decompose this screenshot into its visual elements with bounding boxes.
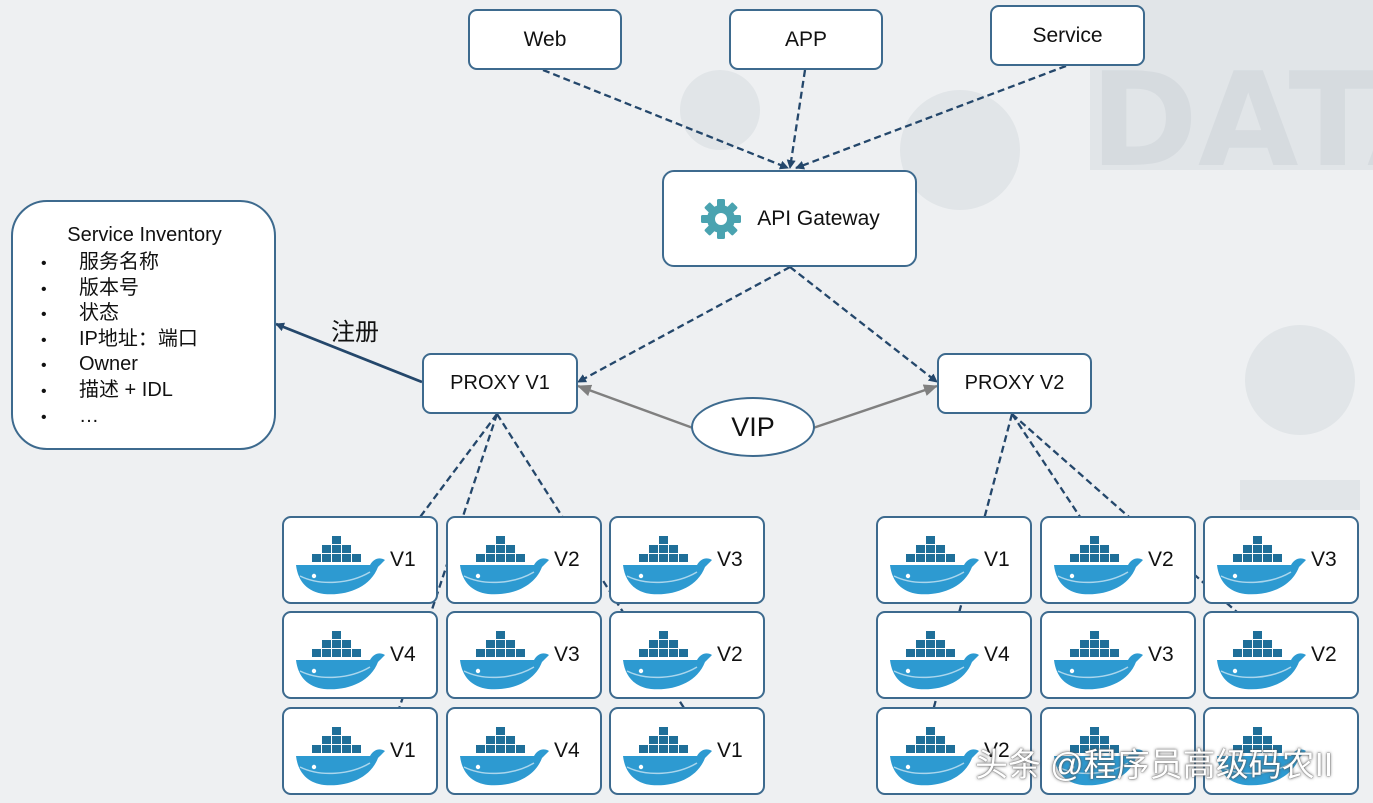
service-inventory-title: Service Inventory	[67, 224, 222, 246]
arrow-app-to-gateway	[786, 69, 807, 169]
docker-whale-icon	[1054, 727, 1143, 786]
right-container-r3c2	[1040, 707, 1196, 795]
docker-whale-icon	[296, 631, 385, 690]
arrow-proxy-v2-to-r-r1c2	[1011, 413, 1091, 533]
vip-label: VIP	[731, 411, 775, 442]
docker-whale-icon	[890, 631, 979, 690]
arrow-gateway-to-proxy-v1	[577, 265, 791, 384]
arrow-vip-to-proxy-v2	[812, 384, 938, 430]
docker-whale-icon	[460, 631, 549, 690]
svg-text:DATA: DATA	[1090, 44, 1373, 196]
right-container-r2c2: V3	[1040, 611, 1196, 699]
service-inventory-list: •服务名称 •版本号 •状态 •IP地址：端口 •Owner •描述 + IDL…	[41, 250, 198, 429]
docker-whale-icon	[623, 536, 712, 595]
left-container-r2c3: V2	[609, 611, 765, 699]
api-gateway: API Gateway	[662, 170, 917, 267]
container-version-label: V4	[984, 643, 1010, 666]
arrow-vip-to-proxy-v1	[577, 384, 694, 430]
right-container-r2c3: V2	[1203, 611, 1359, 699]
left-container-r1c3: V3	[609, 516, 765, 604]
docker-whale-icon	[623, 727, 712, 786]
proxy-v2: PROXY V2	[937, 353, 1092, 414]
inventory-item: •服务名称	[41, 251, 159, 273]
left-container-r1c2: V2	[446, 516, 602, 604]
watermark: 头条 @程序员高级码农II	[975, 746, 1334, 783]
left-container-r3c3: V1	[609, 707, 765, 795]
container-version-label: V4	[554, 739, 580, 762]
container-version-label: V4	[390, 643, 416, 666]
api-gateway-label: API Gateway	[757, 206, 880, 230]
docker-whale-icon	[460, 536, 549, 595]
proxy-v1-label: PROXY V1	[450, 372, 550, 394]
docker-whale-icon	[1217, 727, 1306, 786]
proxy-v2-label: PROXY V2	[964, 372, 1065, 394]
container-version-label: V2	[554, 548, 580, 571]
container-version-label: V3	[1148, 643, 1174, 666]
container-version-label: V3	[717, 548, 743, 571]
arrow-web-to-gateway	[542, 68, 789, 170]
docker-whale-icon	[1217, 631, 1306, 690]
right-container-r3c1: V2	[876, 707, 1032, 795]
right-container-r3c3	[1203, 707, 1359, 795]
proxy-v1: PROXY V1	[422, 353, 578, 414]
left-container-r1c1: V1	[282, 516, 438, 604]
right-container-r1c1: V1	[876, 516, 1032, 604]
docker-whale-icon	[460, 727, 549, 786]
container-version-label: V1	[390, 548, 416, 571]
left-container-r2c1: V4	[282, 611, 438, 699]
docker-whale-icon	[296, 727, 385, 786]
client-app: APP	[729, 9, 883, 70]
docker-whale-icon	[296, 536, 385, 595]
docker-whale-icon	[890, 536, 979, 595]
left-container-r2c2: V3	[446, 611, 602, 699]
docker-whale-icon	[890, 727, 979, 786]
right-container-r1c2: V2	[1040, 516, 1196, 604]
client-service: Service	[990, 5, 1145, 66]
left-container-r3c2: V4	[446, 707, 602, 795]
container-version-label: V1	[390, 739, 416, 762]
container-version-label: V2	[984, 739, 1010, 762]
client-app-label: APP	[784, 27, 828, 51]
inventory-item: •状态	[41, 302, 119, 325]
client-web-label: Web	[523, 27, 567, 51]
right-container-r2c1: V4	[876, 611, 1032, 699]
vip-node: VIP	[691, 397, 815, 457]
container-version-label: V2	[1311, 643, 1337, 666]
docker-whale-icon	[1054, 631, 1143, 690]
docker-whale-icon	[623, 631, 712, 690]
arrow-gateway-to-proxy-v2	[789, 266, 938, 383]
container-version-label: V1	[717, 739, 743, 762]
container-version-label: V3	[1311, 548, 1337, 571]
docker-whale-icon	[1217, 536, 1306, 595]
inventory-item: •版本号	[41, 276, 139, 299]
inventory-item: •IP地址：端口	[41, 327, 198, 350]
inventory-item: •Owner	[41, 353, 138, 376]
right-container-r1c3: V3	[1203, 516, 1359, 604]
container-version-label: V1	[984, 548, 1010, 571]
container-version-label: V2	[717, 643, 743, 666]
service-inventory: Service Inventory •服务名称 •版本号 •状态 •IP地址：端…	[11, 200, 276, 450]
docker-whale-icon	[1054, 536, 1143, 595]
left-container-r3c1: V1	[282, 707, 438, 795]
gear-icon	[701, 198, 742, 239]
inventory-item: •…	[41, 404, 99, 427]
container-version-label: V2	[1148, 548, 1174, 571]
arrow-service-to-gateway	[795, 64, 1067, 170]
register-label: 注册	[331, 319, 379, 346]
container-version-label: V3	[554, 643, 580, 666]
client-web: Web	[468, 9, 622, 70]
client-service-label: Service	[1032, 23, 1103, 47]
inventory-item: •描述 + IDL	[41, 378, 173, 401]
